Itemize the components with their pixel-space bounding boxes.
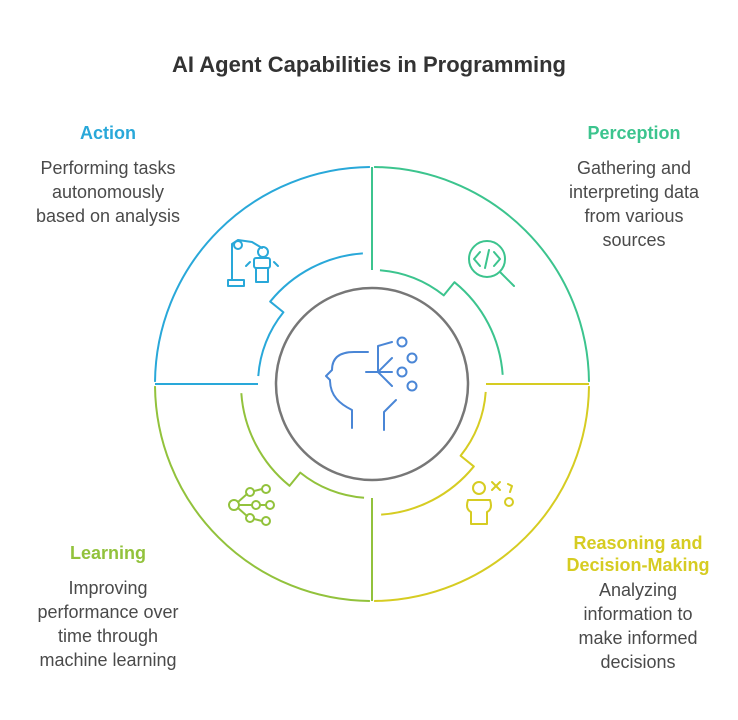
reasoning-description: Analyzing information to make informed d… — [578, 580, 698, 672]
reasoning-outer-arc — [374, 386, 590, 602]
learning-description: Improving performance over time through … — [37, 578, 179, 670]
action-outer-arc — [154, 166, 370, 382]
perception-inner-band — [379, 269, 504, 375]
ai-head-network-icon — [325, 336, 418, 431]
reasoning-inner-band — [381, 391, 487, 516]
perception-description: Gathering and interpreting data from var… — [568, 158, 700, 250]
code-search-icon — [468, 240, 515, 287]
perception-title: Perception — [587, 123, 681, 143]
action-inner-band — [257, 252, 363, 377]
center-circle — [274, 286, 470, 482]
strategy-person-icon — [466, 481, 514, 525]
action-title: Action — [80, 123, 136, 143]
page-title: AI Agent Capabilities in Programming — [171, 52, 566, 77]
perception-outer-arc — [374, 166, 590, 382]
robot-arm-icon — [227, 239, 279, 287]
learning-inner-band — [240, 393, 365, 499]
learning-outer-arc — [154, 386, 370, 602]
network-nodes-icon — [228, 484, 275, 526]
reasoning-title: Reasoning and Decision-Making — [566, 533, 710, 575]
action-description: Performing tasks autonomously based on a… — [35, 158, 181, 226]
learning-title: Learning — [69, 543, 146, 563]
